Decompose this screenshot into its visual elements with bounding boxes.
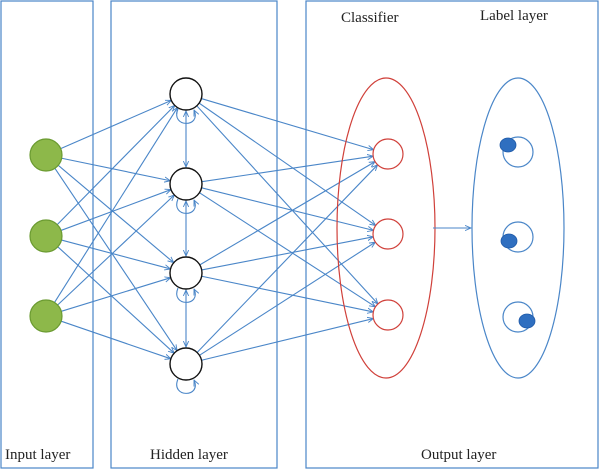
label-layer-label: Label layer bbox=[480, 8, 548, 24]
edge-hidden-2-classifier-1 bbox=[201, 156, 373, 183]
edge-hidden-1-classifier-1 bbox=[201, 98, 373, 150]
classifier-node-1 bbox=[372, 138, 404, 170]
edge-input-2-hidden-3 bbox=[61, 239, 170, 269]
output-layer-label: Output layer bbox=[421, 447, 496, 463]
output-layer-panel bbox=[305, 0, 599, 469]
hidden-nodes bbox=[169, 77, 203, 381]
hidden-self-loops bbox=[176, 108, 196, 394]
edge-hidden-2-classifier-2 bbox=[201, 187, 374, 231]
edge-input-2-hidden-1 bbox=[56, 105, 175, 225]
hidden-layer-panel bbox=[110, 0, 278, 469]
label-node-1-dot bbox=[499, 137, 517, 153]
hidden-node-2 bbox=[169, 167, 203, 201]
edge-input-3-hidden-4 bbox=[60, 320, 171, 359]
edge-hidden-4-classifier-3 bbox=[201, 319, 374, 361]
edge-input-3-hidden-1 bbox=[54, 108, 178, 303]
edge-hidden-1-classifier-2 bbox=[198, 102, 376, 225]
edge-input-2-hidden-4 bbox=[57, 246, 174, 353]
hidden-node-4 bbox=[169, 347, 203, 381]
edge-input-3-hidden-2 bbox=[57, 195, 175, 306]
edge-hidden-4-classifier-1 bbox=[196, 165, 378, 353]
hidden-1-self-loop bbox=[176, 108, 196, 124]
input-nodes bbox=[29, 138, 63, 333]
input-layer-label: Input layer bbox=[5, 447, 70, 463]
input-layer-panel bbox=[0, 0, 94, 469]
hidden-node-3 bbox=[169, 256, 203, 290]
edge-hidden-4-classifier-2 bbox=[199, 242, 375, 356]
edges-hidden-classifier bbox=[196, 98, 378, 361]
input-node-3 bbox=[29, 299, 63, 333]
edge-hidden-3-classifier-1 bbox=[199, 162, 375, 266]
classifier-nodes bbox=[372, 138, 404, 331]
input-node-1 bbox=[29, 138, 63, 172]
edges-input-hidden bbox=[54, 100, 178, 359]
classifier-node-2 bbox=[372, 218, 404, 250]
edge-input-1-hidden-2 bbox=[61, 157, 171, 181]
hidden-layer-label: Hidden layer bbox=[150, 447, 228, 463]
edge-hidden-3-classifier-3 bbox=[201, 275, 374, 312]
edge-input-1-hidden-3 bbox=[57, 164, 174, 262]
hidden-node-1 bbox=[169, 77, 203, 111]
label-node-1 bbox=[502, 136, 534, 168]
edge-hidden-2-classifier-3 bbox=[199, 192, 375, 307]
edge-input-3-hidden-3 bbox=[61, 278, 170, 312]
edge-input-1-hidden-4 bbox=[54, 167, 177, 350]
edge-hidden-3-classifier-2 bbox=[201, 237, 374, 271]
classifier-label: Classifier bbox=[341, 10, 399, 26]
classifier-node-3 bbox=[372, 299, 404, 331]
edge-hidden-1-classifier-3 bbox=[196, 105, 378, 304]
label-layer-ellipse bbox=[471, 77, 565, 379]
label-node-3-dot bbox=[518, 313, 536, 329]
edge-input-1-hidden-1 bbox=[60, 100, 172, 150]
input-node-2 bbox=[29, 219, 63, 253]
label-node-2-dot bbox=[500, 233, 518, 249]
edge-input-2-hidden-2 bbox=[60, 190, 171, 231]
label-nodes bbox=[499, 136, 536, 333]
hidden-2-self-loop bbox=[176, 198, 196, 214]
hidden-3-self-loop bbox=[176, 287, 196, 303]
hidden-4-self-loop bbox=[176, 378, 196, 394]
